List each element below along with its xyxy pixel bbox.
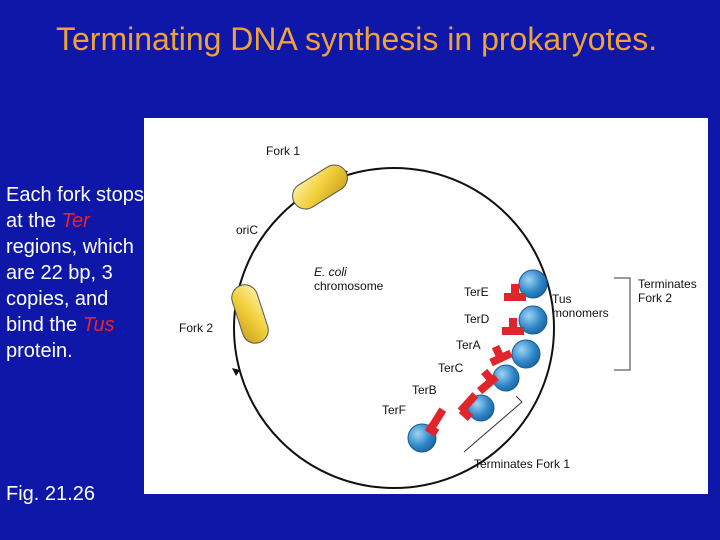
ter-term: Ter	[61, 210, 90, 232]
body-text-part2: regions, which are 22 bp, 3 copies, and …	[6, 236, 134, 336]
ter-site-e-stem	[511, 284, 519, 296]
slide-title: Terminating DNA synthesis in prokaryotes…	[56, 21, 658, 57]
ter-label-b: TerB	[412, 383, 437, 397]
tus-term: Tus	[82, 314, 115, 336]
chromosome-circle	[233, 167, 555, 489]
tus-protein-tera	[511, 339, 541, 369]
ter-label-d: TerD	[464, 312, 490, 326]
ter-label-a: TerA	[456, 338, 481, 352]
ter-site-a-stem	[491, 344, 505, 360]
tus-protein-terd	[518, 305, 548, 335]
fork1-shape	[292, 164, 348, 210]
ter-label-c: TerC	[438, 361, 464, 375]
ter-site-b-stem	[458, 407, 474, 421]
body-text-part3: protein.	[6, 340, 73, 362]
replication-termination-figure: Fork 1 Fork 2 oriC E. coli chromosome Tu…	[144, 118, 708, 494]
fork1-label: Fork 1	[266, 144, 300, 158]
ter-site-e	[504, 293, 526, 301]
body-text-part1: Each fork stops at the	[6, 184, 144, 232]
fork2-label: Fork 2	[179, 321, 213, 335]
ter-site-d-stem	[509, 318, 517, 330]
ter-label-f: TerF	[382, 403, 406, 417]
fork2-shape	[231, 284, 269, 344]
figure-caption: Fig. 21.26	[6, 483, 95, 505]
tus-monomers-label-2: monomers	[552, 306, 609, 320]
ter-site-f	[427, 407, 447, 431]
terminates-fork2-label-1: Terminates	[638, 277, 697, 291]
terminates-fork1-bracket	[463, 395, 523, 453]
fork2-arrowhead	[232, 368, 240, 376]
ter-site-d	[502, 327, 524, 335]
ter-site-b	[457, 392, 479, 414]
terminates-fork2-bracket	[614, 277, 631, 371]
terminates-fork2-label-2: Fork 2	[638, 291, 672, 305]
tus-monomers-label-1: Tus	[552, 292, 572, 306]
chromosome-label: chromosome	[314, 279, 384, 293]
chromosome-label-italic: E. coli	[314, 265, 347, 279]
figure-svg: Fork 1 Fork 2 oriC E. coli chromosome Tu…	[179, 144, 697, 489]
ter-site-a	[489, 349, 513, 367]
oric-label: oriC	[236, 223, 258, 237]
terminates-fork1-label: Terminates Fork 1	[474, 457, 570, 471]
body-text: Each fork stops at the Ter regions, whic…	[6, 182, 148, 364]
ter-site-f-stem	[424, 423, 440, 437]
ter-label-e: TerE	[464, 285, 489, 299]
ter-site-c-stem	[481, 368, 495, 384]
ter-sites	[424, 284, 526, 437]
